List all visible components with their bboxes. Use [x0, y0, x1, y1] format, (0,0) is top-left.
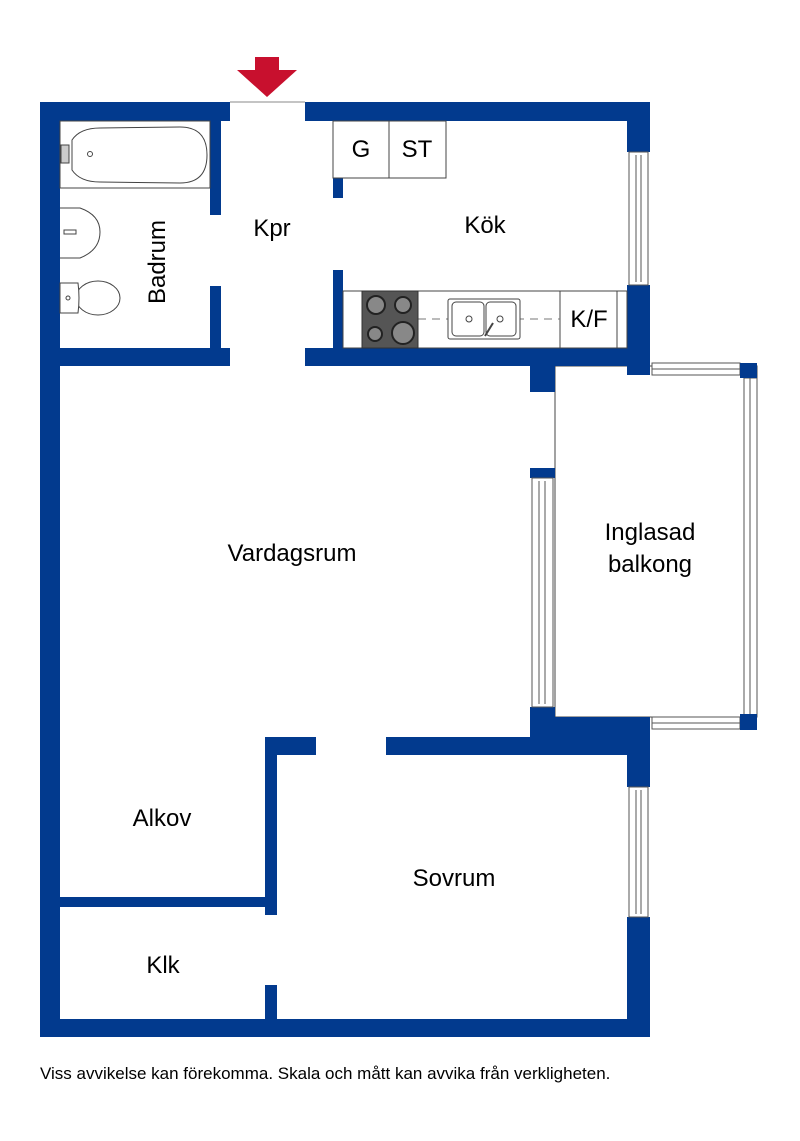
- fixture-label-pantry: ST: [402, 136, 433, 163]
- toilet-icon: [59, 280, 121, 316]
- fixture-label-freezer: G: [352, 136, 371, 163]
- bathtub-icon: [59, 120, 211, 189]
- room-label-hall: Kpr: [253, 215, 290, 242]
- kitchen-sink-icon: [447, 298, 521, 340]
- entrance-arrow-icon: [237, 57, 297, 97]
- room-label-alcove: Alkov: [133, 805, 192, 832]
- room-label-bathroom: Badrum: [144, 220, 171, 304]
- room-label-bedroom: Sovrum: [413, 865, 496, 892]
- room-label-closet: Klk: [146, 952, 180, 979]
- stove-icon: [361, 290, 419, 349]
- disclaimer-text: Viss avvikelse kan förekomma. Skala och …: [40, 1064, 611, 1083]
- room-label-kitchen: Kök: [464, 212, 506, 239]
- room-label-living-room: Vardagsrum: [228, 540, 357, 567]
- fixture-label-fridge-freezer: K/F: [570, 306, 607, 333]
- windows: [230, 101, 649, 918]
- balcony: [554, 362, 758, 730]
- room-label-balcony-line1: Inglasad: [605, 519, 696, 546]
- walls: [40, 102, 650, 1037]
- room-label-balcony-line2: balkong: [608, 551, 692, 578]
- sink-icon: [60, 207, 101, 259]
